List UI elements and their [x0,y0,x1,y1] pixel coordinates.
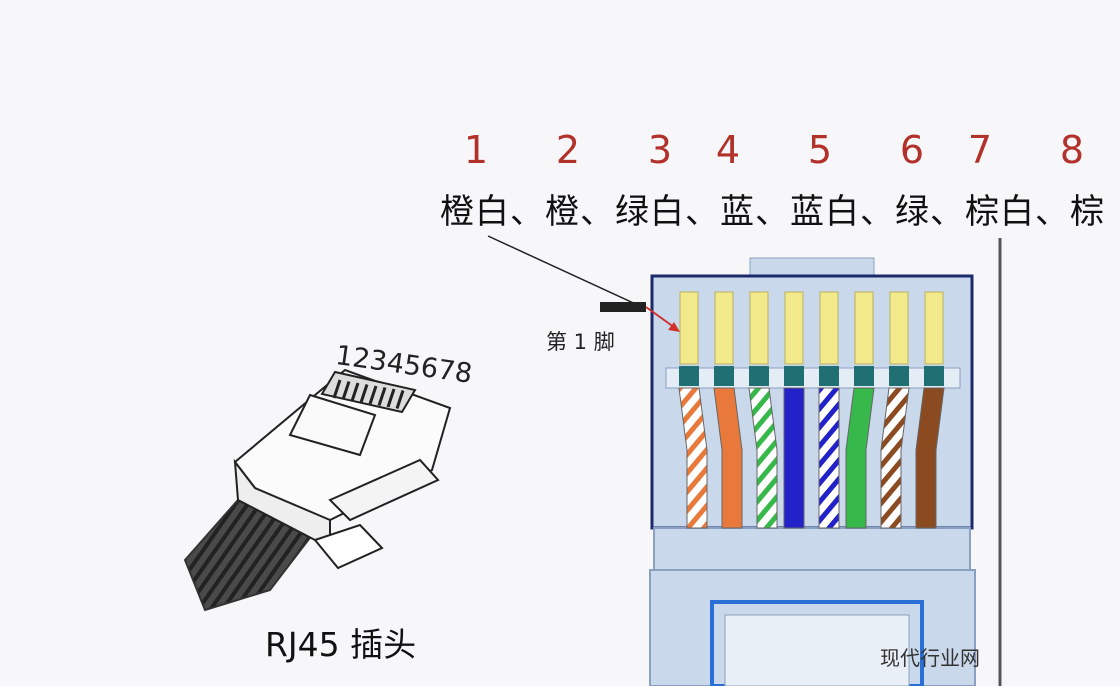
plug-face [288,393,377,457]
wire-4 [783,387,805,529]
plug-contact-3 [350,382,360,402]
contact-pin-3 [749,291,769,365]
wire-8 [915,387,945,529]
pin-number-4: 4 [715,128,741,172]
connector-latch-tab [749,257,875,277]
contact-pin-7 [889,291,909,365]
contact-band-7 [889,366,909,386]
contact-band-1 [679,366,699,386]
wire-6 [845,387,875,529]
wire-5 [818,387,840,529]
plug-contact-7 [386,388,396,408]
contact-pin-1 [679,291,699,365]
contact-pin-8 [924,291,944,365]
rj45-plug-illustration [183,368,452,612]
contact-band-3 [749,366,769,386]
wires-group [678,291,945,529]
pin1-pointer-line [487,235,641,307]
plug-latch [313,523,384,570]
plug-contact-4 [359,384,369,403]
contact-pin-5 [819,291,839,365]
wire-1 [678,387,708,529]
connector-neck [653,527,971,571]
pin-number-7: 7 [967,128,993,172]
wire-3 [748,387,778,529]
plug-clip [328,458,440,522]
wire-2 [713,387,743,529]
contact-pin-2 [714,291,734,365]
plug-contact-2 [341,381,351,400]
contact-pin-4 [784,291,804,365]
pin-number-2: 2 [555,128,581,172]
contact-pin-6 [854,291,874,365]
contact-band-8 [924,366,944,386]
plug-contact-5 [368,385,378,405]
pin1-pointer-bar [600,302,646,312]
pin-number-6: 6 [899,128,925,172]
plug-contact-6 [377,387,387,406]
contact-bracket [665,367,961,389]
contact-band-5 [819,366,839,386]
wire-7 [880,387,910,529]
pin-number-3: 3 [647,128,673,172]
plug-contact-8 [395,390,405,409]
pin1-label: 第 1 脚 [546,330,615,354]
contact-band-4 [784,366,804,386]
contact-band-6 [854,366,874,386]
pin-number-8: 8 [1059,128,1085,172]
contact-band-2 [714,366,734,386]
plug-contact-1 [332,379,342,399]
pin-number-5: 5 [807,128,833,172]
connector-window-inner [724,614,910,686]
plug-caption: RJ45 插头 [265,625,417,664]
wire-color-order: 橙白、橙、绿白、蓝、蓝白、绿、棕白、棕 [440,192,1105,232]
watermark: 现代行业网 [880,646,980,670]
plug-contacts [332,379,405,409]
pin-number-1: 1 [463,128,489,172]
plug-contact-area [320,370,417,414]
pin1-arrowhead [668,322,680,332]
